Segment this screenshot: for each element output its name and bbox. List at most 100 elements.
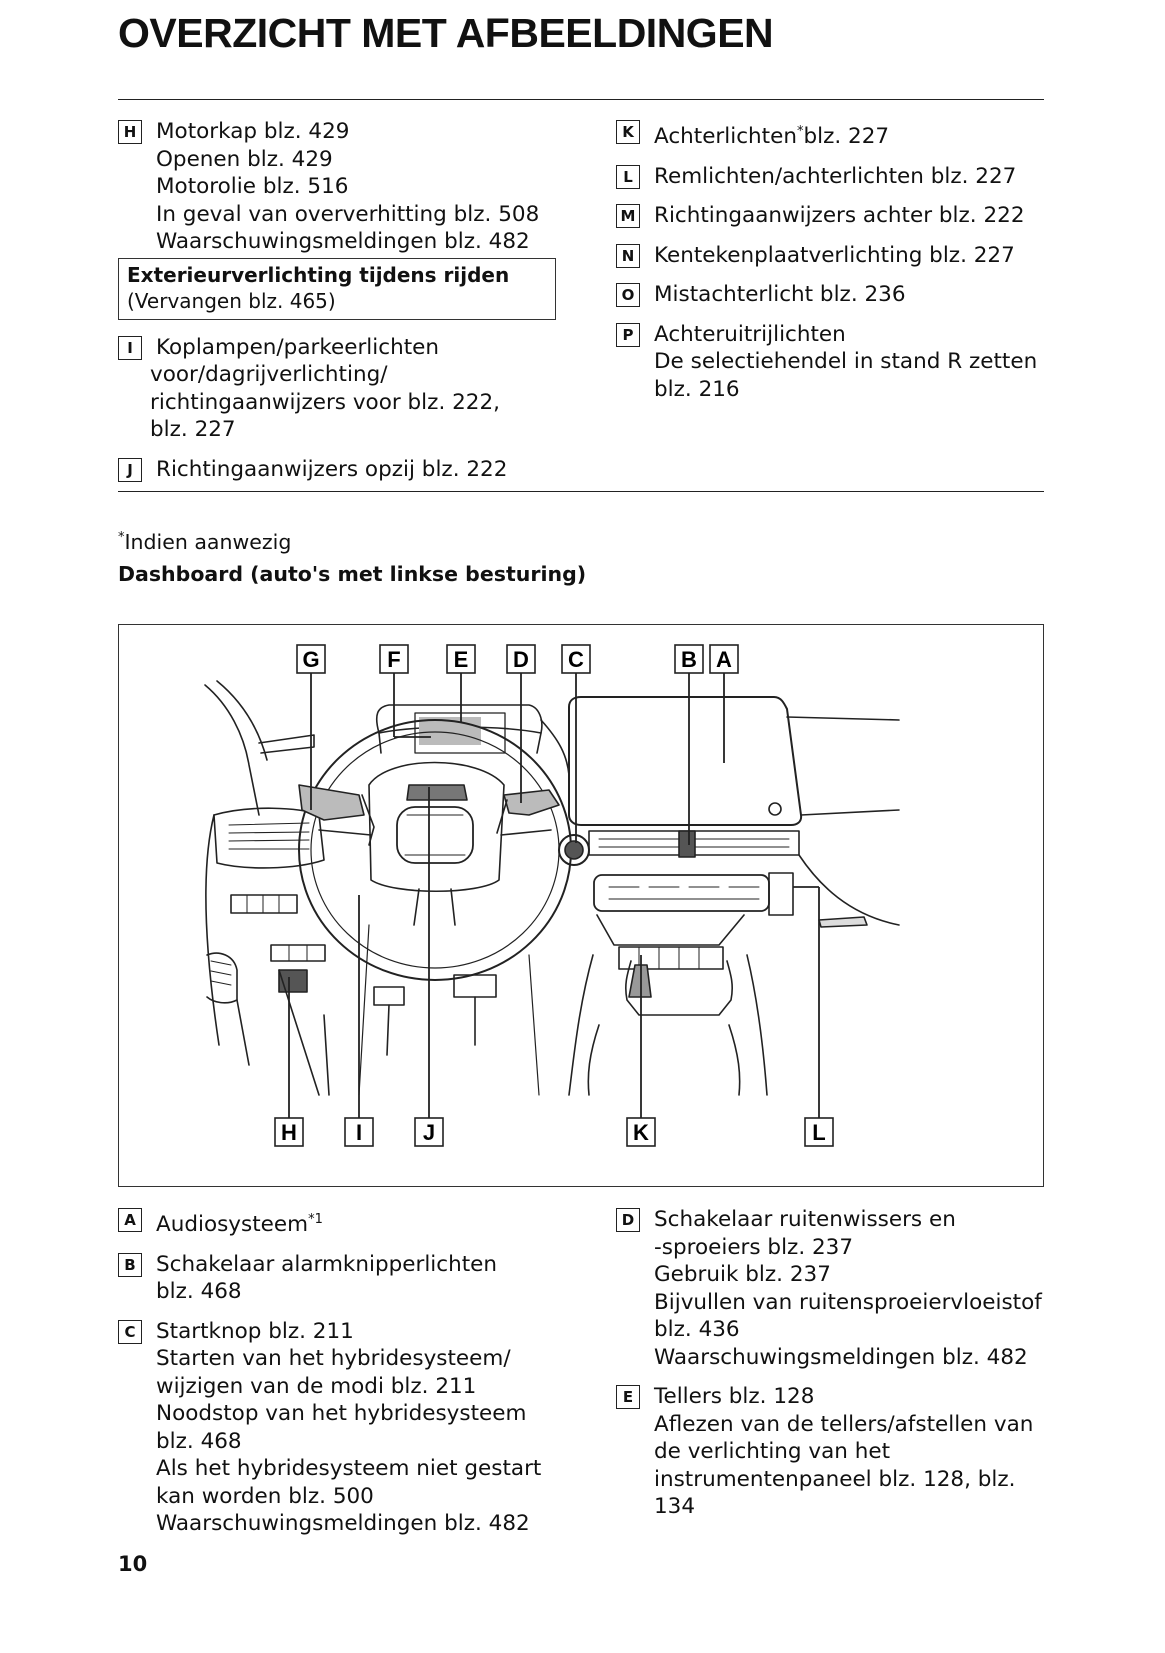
key-k: K — [616, 120, 640, 144]
svg-text:G: G — [302, 647, 319, 672]
key-d: D — [616, 1208, 640, 1232]
page-title: OVERZICHT MET AFBEELDINGEN — [118, 10, 774, 56]
section-heading: Dashboard (auto's met linkse besturing) — [118, 562, 586, 586]
key-n: N — [616, 243, 640, 268]
entry-d-sub: Bijvullen van ruitensproeiervloeistof — [654, 1289, 1042, 1315]
dashboard-illustration: G F E D C B A H I J K L — [204, 644, 900, 1147]
entry-c: C Startknop blz. 211 Starten van het hybr… — [118, 1318, 568, 1538]
entry-k-head-page: blz. 227 — [803, 124, 890, 150]
dashboard-figure: G F E D C B A H I J K L — [118, 624, 1044, 1187]
svg-text:I: I — [356, 1120, 362, 1145]
entry-i-sub: blz. 227 — [150, 417, 236, 442]
entry-o-head: Mistachterlicht blz. 236 — [654, 282, 906, 308]
entry-k-head-text: Achterlichten — [654, 124, 797, 150]
entry-p-sub: blz. 216 — [654, 376, 740, 402]
key-c: C — [118, 1319, 142, 1344]
entry-e: E Tellers blz. 128 Aflezen van de tellers… — [616, 1383, 1056, 1521]
entry-d-head: Schakelaar ruitenwissers en — [654, 1207, 956, 1232]
entry-a-head: Audiosysteem*1 — [156, 1206, 323, 1239]
entry-e-sub: instrumentenpaneel blz. 128, blz. 134 — [654, 1466, 1016, 1520]
figure-label-h: H — [274, 1117, 304, 1147]
entry-h-sub: Waarschuwingsmeldingen blz. 482 — [156, 229, 530, 254]
svg-text:B: B — [681, 647, 697, 672]
top-divider — [118, 99, 1044, 100]
svg-text:J: J — [423, 1120, 435, 1145]
entry-n-head: Kentekenplaatverlichting blz. 227 — [654, 242, 1015, 268]
entry-l: L Remlichten/achterlichten blz. 227 — [616, 163, 1046, 191]
entry-i-head: Koplampen/parkeerlichten — [156, 334, 439, 360]
entry-k: K Achterlichten*blz. 227 — [616, 118, 1046, 151]
section-heading-text: Dashboard (auto's met linkse besturing) — [118, 562, 587, 586]
entry-i: I Koplampen/parkeerlichten voor/dagrijver… — [118, 334, 558, 444]
svg-text:H: H — [281, 1120, 297, 1145]
entry-c-sub: Starten van het hybridesysteem/ — [156, 1346, 511, 1372]
entry-p-sub: De selectiehendel in stand R zetten — [654, 349, 1038, 375]
entry-c-sub: kan worden blz. 500 — [156, 1483, 374, 1509]
entry-e-sub: de verlichting van het — [654, 1439, 891, 1464]
entry-c-head: Startknop blz. 211 — [156, 1318, 354, 1344]
entry-p: P Achteruitrijlichten De selectiehendel i… — [616, 321, 1046, 404]
figure-top-labels: G F E D C B A — [296, 644, 739, 674]
entry-o: O Mistachterlicht blz. 236 — [616, 281, 1046, 309]
footnote-text: Indien aanwezig — [124, 530, 292, 554]
svg-text:F: F — [387, 647, 400, 672]
section-divider — [118, 491, 1044, 492]
svg-text:E: E — [454, 647, 469, 672]
entry-m-head: Richtingaanwijzers achter blz. 222 — [654, 203, 1025, 229]
key-i: I — [118, 335, 142, 360]
key-o: O — [616, 283, 640, 308]
entry-d-sub: Gebruik blz. 237 — [654, 1262, 831, 1287]
figure-label-i: I — [344, 1117, 374, 1147]
entry-e-sub: Aflezen van de tellers/afstellen van — [654, 1411, 1034, 1437]
figure-label-k: K — [626, 1117, 656, 1147]
entry-h-sub: In geval van oververhitting blz. 508 — [156, 201, 540, 227]
figure-label-f: F — [379, 644, 409, 674]
figure-label-j: J — [414, 1117, 444, 1147]
entry-h-sub: Openen blz. 429 — [156, 146, 333, 172]
entry-c-sub: Noodstop van het hybridesysteem — [156, 1401, 527, 1427]
svg-text:C: C — [568, 647, 584, 672]
figure-label-c: C — [561, 644, 591, 674]
footnote-star: * — [118, 530, 125, 546]
key-b: B — [118, 1252, 142, 1277]
entry-d-sub: -sproeiers blz. 237 — [654, 1234, 854, 1260]
entry-d-sub: blz. 436 — [654, 1317, 740, 1342]
bottom-right-column: D Schakelaar ruitenwissers en -sproeiers … — [616, 1206, 1056, 1533]
figure-label-l: L — [804, 1117, 834, 1147]
key-e: E — [616, 1385, 640, 1409]
entry-n: N Kentekenplaatverlichting blz. 227 — [616, 242, 1046, 270]
page-number: 10 — [118, 1552, 148, 1576]
entry-c-sub: Waarschuwingsmeldingen blz. 482 — [156, 1511, 530, 1537]
svg-text:A: A — [716, 647, 732, 672]
entry-c-sub: Als het hybridesysteem niet gestart — [156, 1456, 542, 1482]
svg-text:L: L — [812, 1120, 825, 1145]
entry-d: D Schakelaar ruitenwissers en -sproeiers … — [616, 1206, 1056, 1371]
lighting-box: Exterieurverlichting tijdens rijden (Ver… — [118, 257, 556, 320]
entry-i-sub: voor/dagrijverlichting/ — [150, 362, 388, 387]
figure-bottom-labels: H I J K L — [274, 1117, 834, 1147]
lighting-box-text: (Vervangen blz. 465) — [127, 288, 336, 313]
entry-p-head: Achteruitrijlichten — [654, 321, 846, 347]
figure-label-g: G — [296, 644, 326, 674]
entry-j-head: Richtingaanwijzers opzij blz. 222 — [156, 456, 508, 482]
entry-i-sub: richtingaanwijzers voor blz. 222, — [150, 389, 500, 415]
entry-c-sub: wijzigen van de modi blz. 211 — [156, 1373, 477, 1399]
entry-c-sub: blz. 468 — [156, 1428, 242, 1454]
figure-label-a: A — [709, 644, 739, 674]
footnote: *Indien aanwezig — [118, 530, 291, 554]
svg-text:K: K — [633, 1120, 649, 1145]
footnote-marker: * — [796, 124, 804, 139]
key-p: P — [616, 322, 640, 347]
footnote-marker: *1 — [308, 1212, 323, 1227]
svg-text:D: D — [513, 647, 529, 672]
entry-e-head: Tellers blz. 128 — [654, 1384, 815, 1409]
entry-l-head: Remlichten/achterlichten blz. 227 — [654, 163, 1017, 189]
key-j: J — [118, 457, 142, 482]
key-l: L — [616, 164, 640, 189]
lighting-box-title: Exterieurverlichting tijdens rijden — [127, 262, 510, 287]
entry-d-sub: Waarschuwingsmeldingen blz. 482 — [654, 1344, 1028, 1370]
entry-a-head-text: Audiosysteem — [156, 1212, 309, 1238]
